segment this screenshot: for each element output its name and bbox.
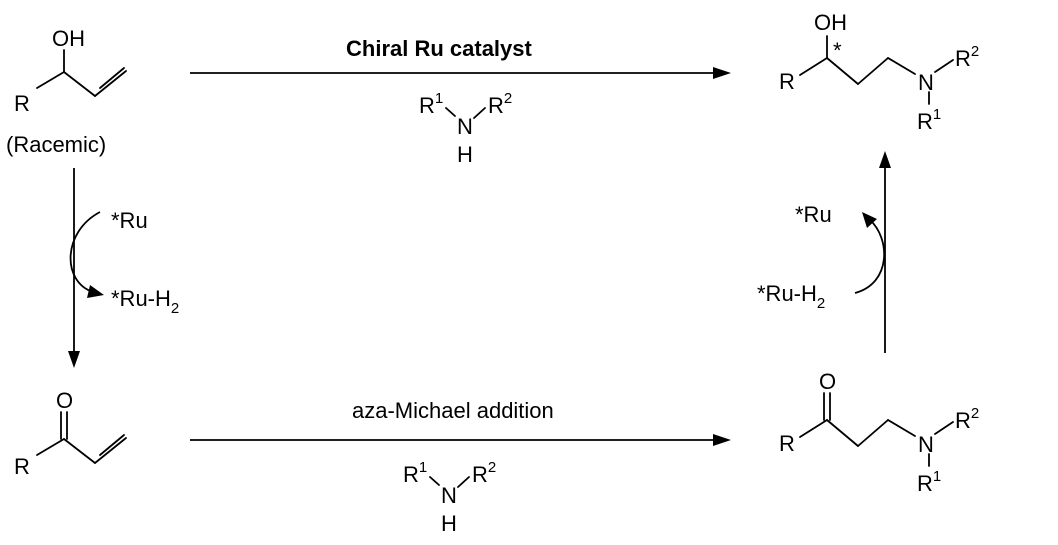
r-label: R	[779, 69, 795, 94]
o-label: O	[819, 369, 836, 394]
ru-h2-label: *Ru-H2	[111, 286, 179, 317]
o-label: O	[56, 388, 73, 413]
bond	[887, 419, 916, 437]
bond	[857, 57, 889, 85]
bond	[826, 57, 859, 85]
r2-label: R2	[955, 405, 979, 433]
bond	[36, 438, 65, 456]
right-vertical-arrow	[879, 151, 891, 353]
bond	[934, 59, 954, 73]
ru-h2-label: *Ru-H2	[757, 281, 825, 312]
bond	[799, 57, 828, 76]
n-label: N	[918, 432, 934, 457]
bond	[94, 437, 127, 464]
amine-h: H	[457, 142, 473, 167]
chiral-ru-catalyst-label: Chiral Ru catalyst	[346, 36, 533, 61]
bond	[63, 438, 96, 464]
racemic-label: (Racemic)	[6, 132, 106, 157]
allyl-alcohol-structure: OH R (Racemic)	[6, 26, 127, 157]
amine-r2: R2	[472, 459, 496, 487]
bond	[36, 71, 65, 89]
left-vertical-arrow	[68, 168, 80, 368]
amine-r1: R1	[403, 459, 427, 487]
double-bond	[99, 434, 125, 456]
stereocenter-star: *	[833, 38, 842, 63]
bond	[445, 107, 456, 117]
bond	[826, 419, 859, 447]
top-amine-reagent: R1 N R2 H	[419, 90, 512, 167]
bond	[473, 107, 486, 119]
arrowhead	[68, 351, 80, 368]
r-label: R	[14, 91, 30, 116]
amino-alcohol-structure: OH * R N R2 R1	[779, 10, 979, 134]
bond	[934, 421, 954, 435]
bond	[799, 419, 828, 438]
r2-label: R2	[955, 43, 979, 71]
amine-r2: R2	[488, 90, 512, 118]
amino-ketone-structure: O R N R2 R1	[779, 369, 979, 496]
bond	[457, 476, 470, 488]
right-ru-curved-arrow	[854, 212, 886, 294]
amine-r1: R1	[419, 90, 443, 118]
arrowhead	[713, 67, 731, 79]
bottom-reaction-arrow	[190, 434, 731, 446]
ru-catalyst-label: *Ru	[795, 202, 832, 227]
amine-n: N	[457, 114, 473, 139]
bond	[857, 419, 889, 447]
arrowhead	[879, 151, 891, 168]
amine-h: H	[441, 511, 457, 536]
top-reaction-arrow	[190, 67, 731, 79]
amine-n: N	[441, 483, 457, 508]
bond	[63, 71, 96, 97]
ru-catalyst-label: *Ru	[111, 208, 148, 233]
arrowhead	[713, 434, 731, 446]
arrowhead	[862, 212, 877, 228]
r-label: R	[14, 454, 30, 479]
n-label: N	[918, 70, 934, 95]
left-ru-curved-arrow	[69, 211, 104, 298]
double-bond	[99, 67, 125, 89]
bond	[429, 476, 440, 486]
bond	[94, 70, 127, 97]
bottom-amine-reagent: R1 N R2 H	[403, 459, 496, 536]
r-label: R	[779, 431, 795, 456]
r1-label: R1	[917, 468, 941, 496]
arrowhead	[87, 285, 104, 298]
r1-label: R1	[917, 106, 941, 134]
oh-label: OH	[52, 26, 85, 51]
bond	[887, 57, 916, 75]
enone-structure: O R	[14, 388, 127, 479]
aza-michael-label: aza-Michael addition	[352, 398, 554, 423]
oh-label: OH	[814, 10, 847, 35]
